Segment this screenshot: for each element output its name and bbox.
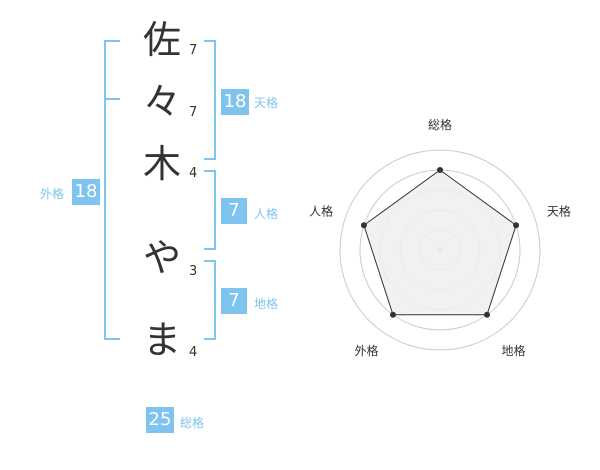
radar-point	[360, 222, 367, 229]
radar-polygon	[363, 169, 517, 316]
soukaku-badge: 25	[146, 407, 174, 433]
radar-axis-label: 人格	[309, 203, 333, 218]
radar-axis-label: 総格	[428, 117, 452, 132]
name-char-3: 木	[142, 142, 181, 186]
stroke-count-1: 7	[189, 43, 198, 58]
radar-point	[484, 311, 491, 318]
radar-axis-label: 地格	[501, 343, 525, 358]
radar-grid-ring	[339, 149, 541, 351]
radar-point	[437, 167, 443, 173]
gaikaku-bracket-tick	[104, 98, 120, 100]
stroke-count-2: 7	[189, 105, 198, 120]
tenkaku-bracket	[204, 40, 216, 160]
radar-axis-label: 天格	[547, 203, 571, 218]
tenkaku-label: 天格	[254, 96, 279, 110]
chikaku-badge: 7	[221, 288, 247, 314]
stroke-count-3: 4	[189, 166, 198, 181]
name-char-1: 佐	[142, 18, 181, 62]
radar-point	[513, 222, 520, 229]
gaikaku-bracket	[104, 40, 120, 340]
stroke-count-5: 4	[189, 345, 198, 360]
radar-points	[360, 167, 520, 318]
tenkaku-badge: 18	[221, 89, 249, 115]
radar-axis-label: 外格	[355, 343, 379, 358]
radar-point	[389, 311, 396, 318]
jinkaku-bracket	[204, 170, 216, 250]
gaikaku-badge: 18	[72, 179, 100, 205]
jinkaku-label: 人格	[254, 207, 279, 221]
chikaku-bracket	[204, 260, 216, 340]
name-char-5: ま	[142, 318, 181, 362]
gaikaku-label: 外格	[40, 187, 65, 201]
name-char-4: や	[142, 236, 181, 280]
stroke-count-4: 3	[189, 264, 198, 279]
name-char-2: 々	[142, 80, 181, 124]
chikaku-label: 地格	[254, 297, 279, 311]
soukaku-label: 総格	[180, 416, 205, 430]
jinkaku-badge: 7	[221, 198, 247, 224]
